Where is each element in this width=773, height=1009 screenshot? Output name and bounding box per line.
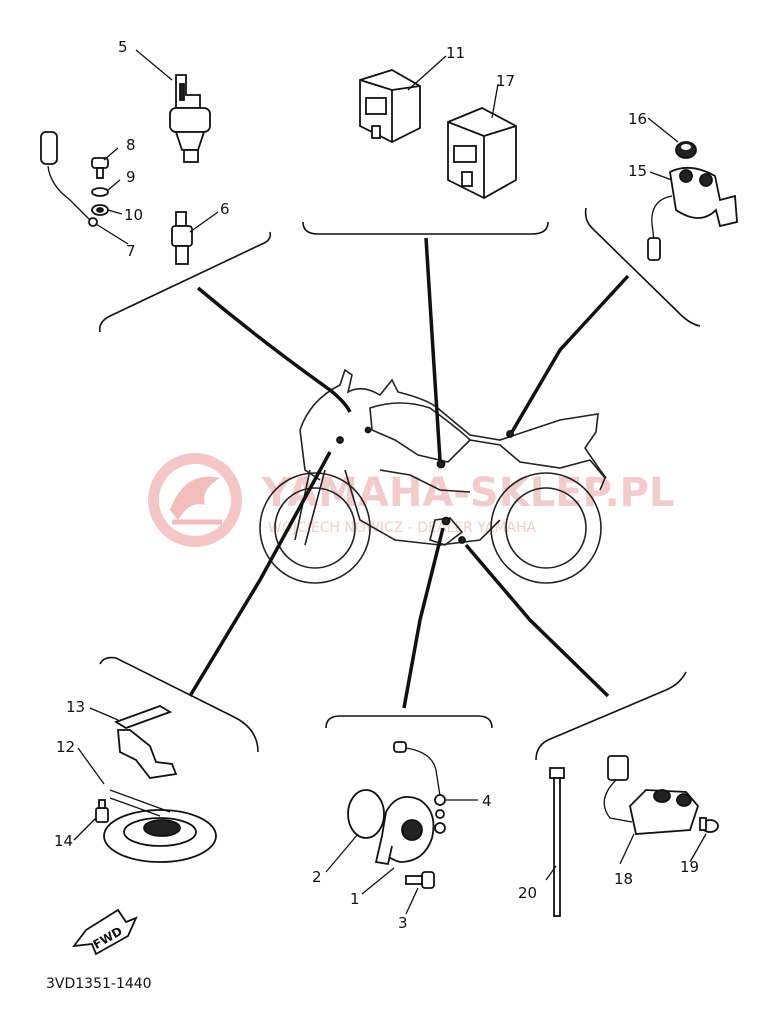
- callout-7: 7: [126, 242, 136, 260]
- callout-18: 18: [614, 870, 633, 888]
- wire-part-4: [393, 741, 446, 834]
- sensor-part-18: [603, 755, 700, 835]
- sensor-part-6: [171, 211, 193, 265]
- watermark-logo-icon: [148, 453, 242, 547]
- callout-9: 9: [126, 168, 136, 186]
- bottom-left-group: 13 12 14: [54, 698, 217, 863]
- callout-11: 11: [446, 44, 465, 62]
- callout-5: 5: [118, 38, 128, 56]
- bolt-part-8: [91, 157, 109, 179]
- diagram-code: 3VD1351-1440: [46, 976, 152, 992]
- top-right-group: 16 15: [628, 110, 738, 261]
- relay-part-11: [359, 69, 421, 144]
- forward-direction-arrow-icon: FWD: [72, 908, 138, 956]
- callout-2: 2: [312, 868, 322, 886]
- callout-8: 8: [126, 136, 136, 154]
- callout-6: 6: [220, 200, 230, 218]
- callout-15: 15: [628, 162, 647, 180]
- group-brackets: [98, 207, 701, 761]
- screw-part-19: [699, 817, 719, 833]
- bottom-right-group: 20 18 19: [518, 755, 719, 917]
- sensor-part-15: [647, 166, 738, 261]
- bracket-part-13: [113, 705, 178, 779]
- callout-20: 20: [518, 884, 537, 902]
- horn-part-12: [103, 789, 217, 863]
- top-left-group: 5 8 9 10 7 6: [40, 38, 230, 265]
- callout-1: 1: [350, 890, 360, 908]
- callout-16: 16: [628, 110, 647, 128]
- washer-part-10: [91, 204, 109, 216]
- callout-13: 13: [66, 698, 85, 716]
- bolt-part-14: [95, 799, 109, 823]
- callout-17: 17: [496, 72, 515, 90]
- switch-part-5: [169, 74, 211, 163]
- cable-tie-part-20: [549, 767, 565, 917]
- relay-part-17: [447, 107, 517, 200]
- motorcycle-outline: [259, 368, 607, 584]
- callout-3: 3: [398, 914, 408, 932]
- watermark-tagline: WOJCIECH NOWICZ - DEALER YAMAHA: [268, 520, 537, 536]
- nut-part-16: [675, 141, 697, 159]
- callout-14: 14: [54, 832, 73, 850]
- wire-part-7: [40, 131, 98, 227]
- callout-12: 12: [56, 738, 75, 756]
- top-center-group: 11 17: [359, 44, 517, 200]
- callout-19: 19: [680, 858, 699, 876]
- callout-10: 10: [124, 206, 143, 224]
- washer-part-9: [91, 187, 109, 197]
- sensor-part-1: [374, 796, 435, 866]
- callout-4: 4: [482, 792, 492, 810]
- bottom-center-group: 4 2 1 3: [312, 741, 492, 932]
- watermark: YAMAHA-SKLEP.PL WOJCIECH NOWICZ - DEALER…: [148, 453, 674, 547]
- bolt-part-3: [405, 871, 435, 889]
- gasket-part-2: [347, 789, 385, 839]
